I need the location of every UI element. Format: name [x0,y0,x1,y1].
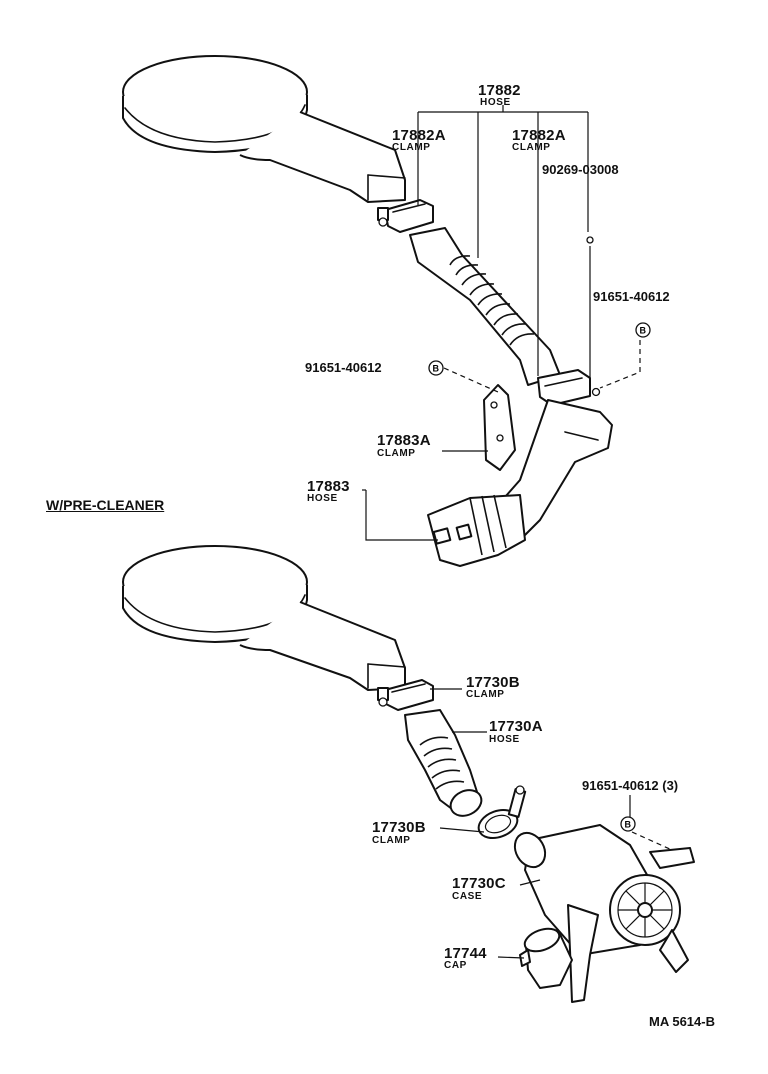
bolt-91651-40612-left-number: 91651-40612 [305,360,382,375]
hose-17730a-number: 17730A [489,718,543,735]
svg-text:B: B [640,326,647,336]
case-17730c-name: CASE [452,891,483,902]
hose-17882-name: HOSE [480,97,511,108]
clamp-17730b-bottom-name: CLAMP [372,835,411,846]
case-17730c-number: 17730C [452,875,506,892]
clamp-17883a-number: 17883A [377,432,431,449]
section-label-pre-cleaner: W/PRE-CLEANER [46,497,165,513]
diagram-code: MA 5614-B [649,1014,715,1029]
air-cleaner-bottom [122,545,406,691]
hose-17883-number: 17883 [307,478,350,495]
clamp-17882a-left-number: 17882A [392,127,446,144]
clamp-17882a-left-name: CLAMP [392,142,431,153]
cap-17744 [519,927,573,989]
part-90269-03008-number: 90269-03008 [542,162,619,177]
clamp-17882a-right-name: CLAMP [512,142,551,153]
hose-17730a-name: HOSE [489,734,520,745]
cap-17744-name: CAP [444,960,467,971]
bolt-91651-40612-right-number: 91651-40612 [593,289,670,304]
air-cleaner-top [122,55,406,203]
leaders-bottom [430,688,673,959]
bolt-marker-top-left: B [428,360,444,376]
cap-17744-number: 17744 [444,945,487,962]
clamp-17730b-top [377,679,434,711]
clamp-17883a-name: CLAMP [377,448,416,459]
hose-17882-number: 17882 [478,82,521,99]
clamp-17882a-left [377,199,434,233]
clamp-17882a-right-number: 17882A [512,127,566,144]
clamp-17730b-bottom [477,785,527,840]
clamp-17730b-bottom-number: 17730B [372,819,426,836]
clamp-17730b-top-name: CLAMP [466,689,505,700]
clamp-17883a [483,384,516,471]
bolt-91651-40612-bottom-number: 91651-40612 (3) [582,778,679,793]
hose-17730a [404,709,483,817]
hose-17883 [427,399,613,567]
svg-text:B: B [433,364,440,374]
bolt-marker-top-right: B [635,322,651,338]
clamp-17882a-right [537,369,601,406]
hose-17883-name: HOSE [307,493,338,504]
bolt-marker-bottom: B [620,816,636,832]
clamp-17730b-top-number: 17730B [466,674,520,691]
leaders-top [362,105,641,541]
case-17730c [513,824,695,1003]
svg-text:B: B [625,820,632,830]
